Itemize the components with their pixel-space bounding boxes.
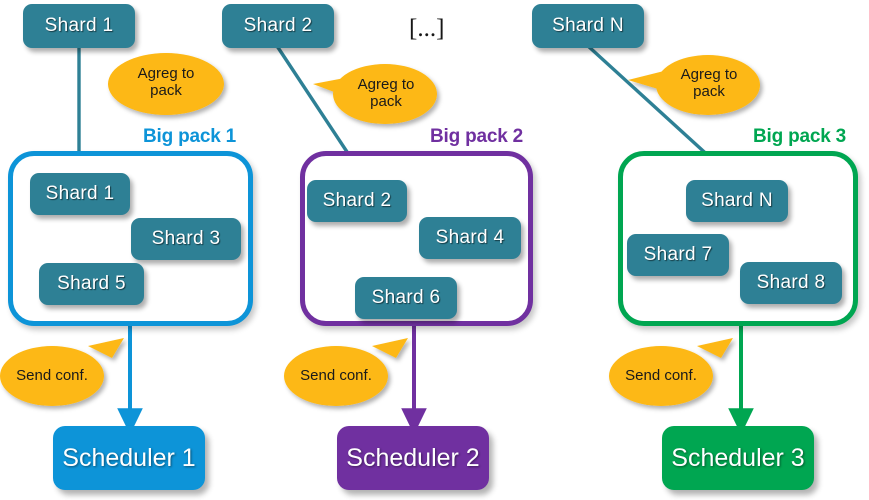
scheduler-3-label: Scheduler 3 bbox=[671, 443, 805, 472]
top-shard-n-label: Shard N bbox=[552, 15, 624, 36]
agreg-callout-1 bbox=[108, 53, 224, 115]
pack-3-shard-n-label: Shard N bbox=[701, 190, 773, 211]
send-conf-callout-2 bbox=[284, 338, 408, 406]
agreg-callout-2 bbox=[313, 64, 437, 124]
pack-3-shard-8[interactable]: Shard 8 bbox=[740, 262, 842, 304]
scheduler-2[interactable]: Scheduler 2 bbox=[337, 426, 489, 490]
top-shard-1[interactable]: Shard 1 bbox=[23, 4, 135, 48]
pack-1-shard-1[interactable]: Shard 1 bbox=[30, 173, 130, 215]
pack-2-shard-4[interactable]: Shard 4 bbox=[419, 217, 521, 259]
pack-1-shard-1-label: Shard 1 bbox=[45, 183, 115, 204]
agreg-callout-3 bbox=[628, 55, 760, 115]
pack-3-shard-8-label: Shard 8 bbox=[756, 272, 826, 293]
pack-1-shard-3-label: Shard 3 bbox=[151, 228, 221, 249]
send-conf-callout-3 bbox=[609, 338, 733, 406]
scheduler-1-label: Scheduler 1 bbox=[62, 443, 196, 472]
top-shard-1-label: Shard 1 bbox=[44, 15, 114, 36]
pack-2-shard-2-label: Shard 2 bbox=[322, 190, 392, 211]
ellipsis-indicator: [...] bbox=[409, 15, 445, 42]
top-shard-2[interactable]: Shard 2 bbox=[222, 4, 334, 48]
pack-2-shard-6[interactable]: Shard 6 bbox=[355, 277, 457, 319]
pack-1-shard-3[interactable]: Shard 3 bbox=[131, 218, 241, 260]
pack-3-shard-7-label: Shard 7 bbox=[643, 244, 713, 265]
scheduler-1[interactable]: Scheduler 1 bbox=[53, 426, 205, 490]
pack-3-shard-7[interactable]: Shard 7 bbox=[627, 234, 729, 276]
top-shard-2-label: Shard 2 bbox=[243, 15, 313, 36]
pack-2-shard-6-label: Shard 6 bbox=[371, 287, 441, 308]
pack-2-shard-2[interactable]: Shard 2 bbox=[307, 180, 407, 222]
pack-3-title: Big pack 3 bbox=[753, 126, 847, 147]
pack-2-title: Big pack 2 bbox=[430, 126, 524, 147]
pack-1-shard-5[interactable]: Shard 5 bbox=[39, 263, 144, 305]
scheduler-3[interactable]: Scheduler 3 bbox=[662, 426, 814, 490]
arrow-shard2-to-pack2 bbox=[275, 45, 366, 180]
pack-3-shard-n[interactable]: Shard N bbox=[686, 180, 788, 222]
top-shard-n[interactable]: Shard N bbox=[532, 4, 644, 48]
pack-2-shard-4-label: Shard 4 bbox=[435, 227, 505, 248]
pack-1-shard-5-label: Shard 5 bbox=[57, 273, 126, 294]
pack-1-title: Big pack 1 bbox=[143, 126, 237, 147]
send-conf-callout-1 bbox=[0, 338, 124, 406]
scheduler-2-label: Scheduler 2 bbox=[346, 443, 480, 472]
